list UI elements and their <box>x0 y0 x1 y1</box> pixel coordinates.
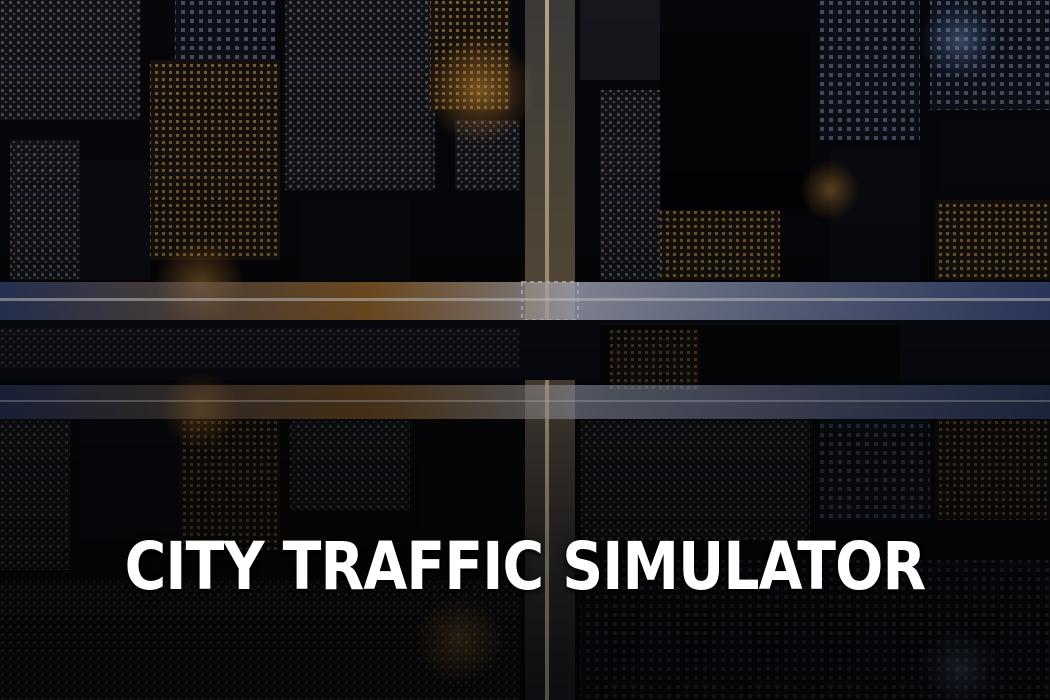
game-title: CITY TRAFFIC SIMULATOR <box>124 528 927 605</box>
